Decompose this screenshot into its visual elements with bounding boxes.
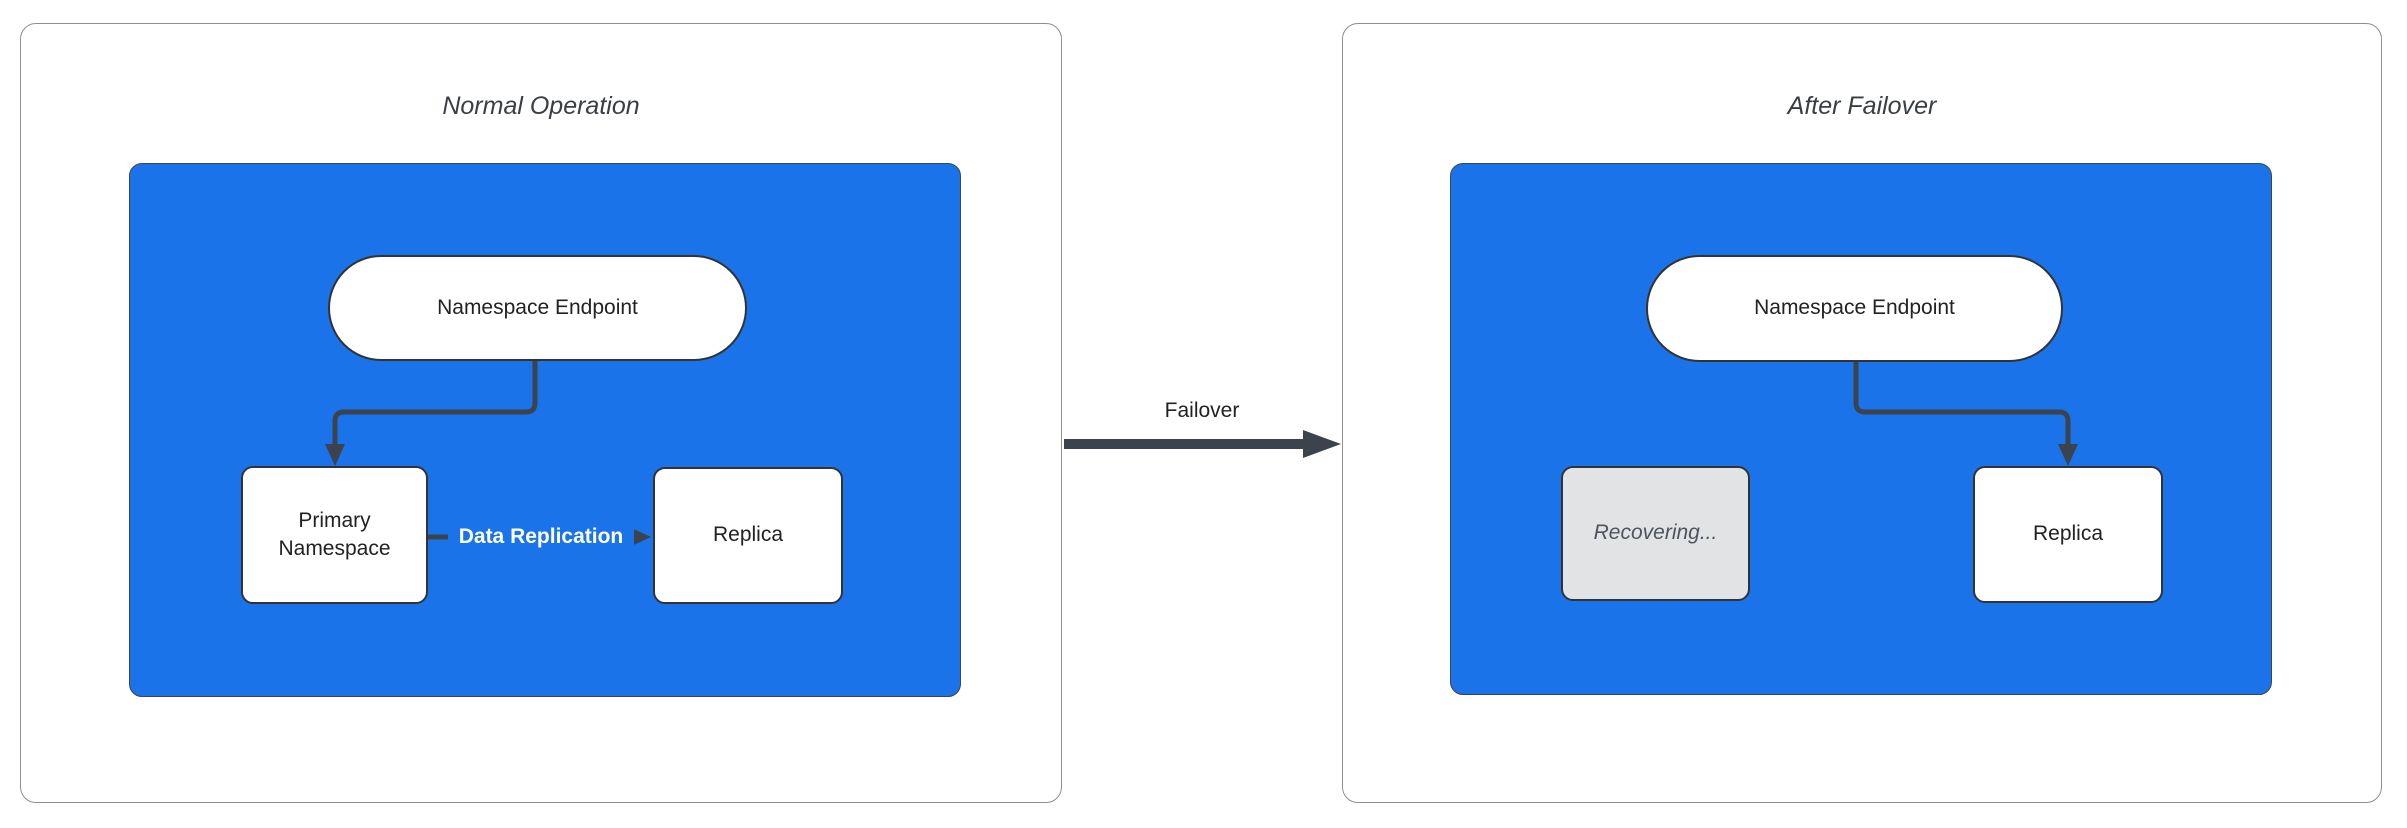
panel-title-normal-operation: Normal Operation <box>442 92 640 120</box>
arrowhead-right-icon <box>1303 430 1341 458</box>
container-normal-operation <box>129 163 961 697</box>
node-namespace-endpoint-failover: Namespace Endpoint <box>1646 255 2063 362</box>
container-after-failover <box>1450 163 2272 695</box>
node-recovering: Recovering... <box>1561 466 1750 601</box>
node-replica-normal: Replica <box>653 467 843 604</box>
node-namespace-endpoint-normal: Namespace Endpoint <box>328 255 747 361</box>
panel-title-after-failover: After Failover <box>1787 92 1937 120</box>
node-replica-failover: Replica <box>1973 466 2163 603</box>
failover-label: Failover <box>1164 399 1240 422</box>
edge-label-data-replication: Data Replication <box>448 521 634 553</box>
node-primary-namespace: Primary Namespace <box>241 466 428 604</box>
